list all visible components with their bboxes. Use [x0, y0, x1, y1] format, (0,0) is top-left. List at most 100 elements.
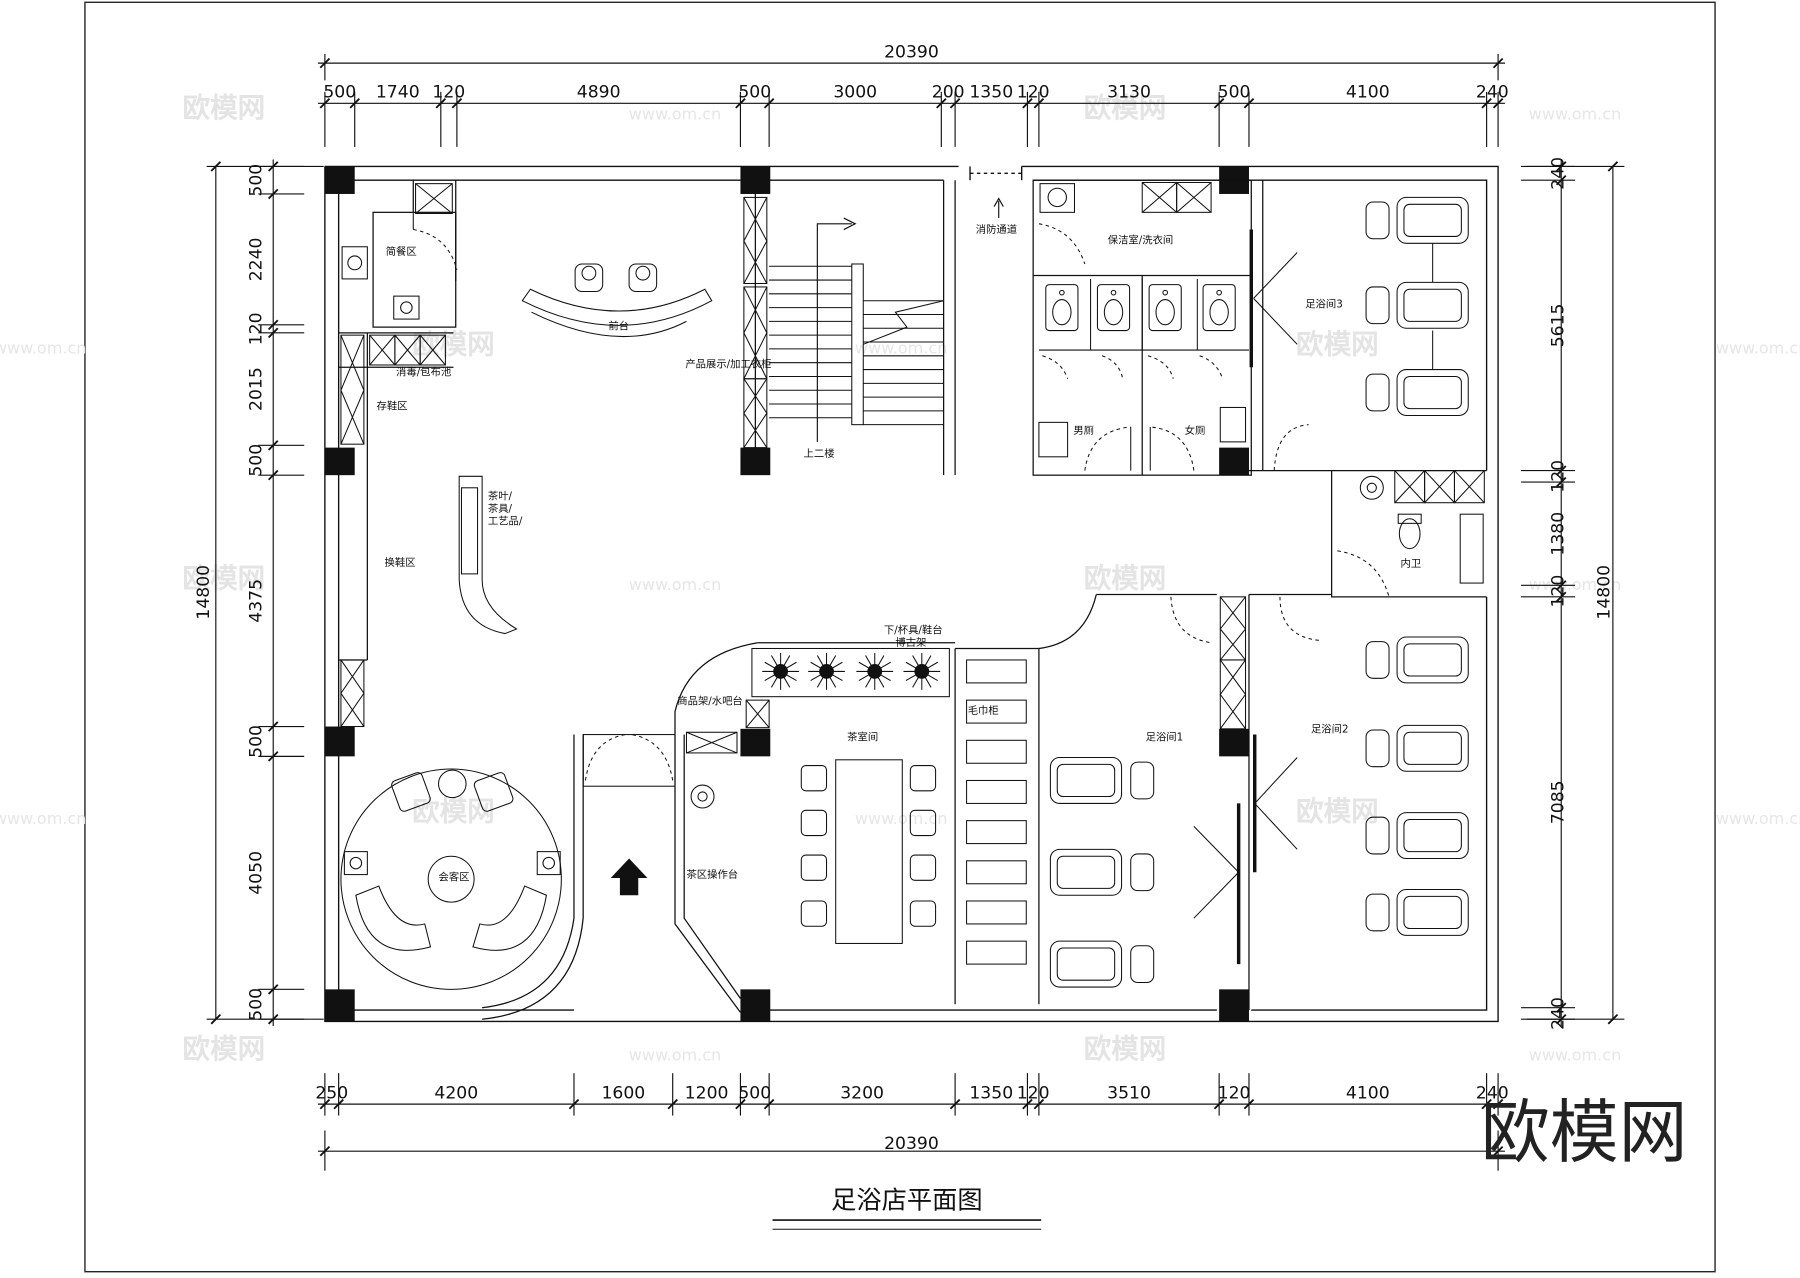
label-product-display: 产品展示/加工衣柜 [685, 357, 771, 370]
watermark-brand: 欧模网 [1296, 329, 1379, 361]
watermark-url: www.om.cn [1529, 575, 1622, 594]
label-reception-area: 会客区 [439, 870, 470, 883]
label-disinfection: 消毒/包布池 [396, 365, 451, 378]
label-mens-toilet: 男厕 [1073, 425, 1094, 437]
label-water-counter: 商品架/水吧台 [677, 695, 742, 708]
watermark-brand: 欧模网 [183, 563, 266, 595]
watermark-brand: 欧模网 [183, 92, 266, 124]
watermark-url: www.om.cn [855, 339, 948, 358]
watermark-url: www.om.cn [1529, 104, 1622, 123]
label-inner-wc: 内卫 [1401, 557, 1422, 570]
watermark-brand: 欧模网 [1296, 796, 1379, 828]
stair-up-arrow-icon [816, 217, 857, 442]
label-tea-items: 茶叶/茶具/工艺品/ [488, 489, 523, 527]
dim-bottom-label: 250 [315, 1083, 348, 1103]
dim-bottom-label: 240 [1476, 1083, 1509, 1103]
fire-exit-arrow-icon [993, 197, 1004, 219]
dim-bottom-label: 120 [1218, 1083, 1251, 1103]
dim-right-label: 7085 [1549, 780, 1569, 824]
staircase [769, 263, 944, 426]
dim-top-label: 3130 [1107, 83, 1151, 103]
label-display-shelf: 博古架 [895, 636, 926, 649]
watermark-brand: 欧模网 [412, 796, 495, 828]
dim-left-label: 500 [247, 164, 267, 197]
dim-left-label: 500 [247, 988, 267, 1021]
dim-left-label: 500 [247, 725, 267, 758]
entrance-arrow-icon [610, 858, 648, 896]
room-labels: 简餐区 前台 消毒/包布池 存鞋区 换鞋区 产品展示/加工衣柜 上二楼 消防通道… [377, 223, 1422, 883]
label-womens-toilet: 女厕 [1185, 424, 1206, 437]
dim-top-total: 20390 [884, 42, 939, 62]
structural-columns [324, 166, 1249, 1022]
furniture [340, 196, 1469, 990]
dim-top-label: 120 [1017, 83, 1050, 103]
watermark-url: www.om.cn [1716, 809, 1800, 828]
label-fire-exit: 消防通道 [976, 223, 1017, 236]
dim-top-label: 4890 [577, 83, 621, 103]
dim-left-label: 4375 [247, 579, 267, 623]
dim-right-label: 1380 [1549, 512, 1569, 556]
dim-bottom-label: 1350 [969, 1083, 1013, 1103]
dimension-lines [206, 53, 1625, 1171]
label-foot-bath-3: 足浴间3 [1305, 298, 1343, 311]
watermark-url: www.om.cn [855, 809, 948, 828]
dim-right-total: 14800 [1594, 565, 1614, 620]
dim-right-label: 240 [1549, 997, 1569, 1030]
watermark-url: www.om.cn [629, 1046, 722, 1065]
label-tea-prep: 茶区操作台 [686, 868, 738, 881]
dim-bottom-label: 3200 [840, 1083, 884, 1103]
watermark-url: www.om.cn [1716, 339, 1800, 358]
dim-bottom-label: 1200 [685, 1083, 729, 1103]
label-stool: 下/杯具/鞋台 [884, 624, 943, 637]
cabinet-crosses [340, 181, 1485, 754]
dim-bottom-label: 3510 [1107, 1083, 1151, 1103]
brand-logo: 欧模网 [1481, 1093, 1688, 1173]
watermark-url: www.om.cn [629, 575, 722, 594]
dim-right-label: 120 [1549, 575, 1569, 608]
watermark-brand: 欧模网 [1084, 92, 1167, 124]
label-tea-room: 茶室间 [847, 730, 878, 743]
dim-left-label: 120 [247, 312, 267, 345]
label-foot-bath-2: 足浴间2 [1311, 722, 1349, 735]
watermark-url: www.om.cn [0, 339, 86, 358]
dim-right-label: 5615 [1549, 303, 1569, 347]
dim-top-label: 120 [432, 83, 465, 103]
watermark-url: www.om.cn [1529, 1046, 1622, 1065]
dim-right-label: 240 [1549, 157, 1569, 190]
watermark-brand: 欧模网 [1084, 563, 1167, 595]
label-go-upstairs: 上二楼 [804, 447, 835, 460]
label-foot-bath-1: 足浴间1 [1146, 730, 1184, 743]
sheet-frame [84, 1, 1716, 1273]
dim-top-label: 240 [1476, 83, 1509, 103]
watermark-brand: 欧模网 [1084, 1033, 1167, 1065]
dim-top-label: 500 [738, 83, 771, 103]
label-shoe-change: 换鞋区 [385, 556, 416, 569]
dim-top-label: 4100 [1346, 83, 1390, 103]
door-swings [412, 212, 1390, 965]
drawing-title: 足浴店平面图 [831, 1186, 983, 1215]
dim-top-label: 500 [1218, 83, 1251, 103]
dim-left-label: 4050 [247, 851, 267, 895]
watermark-brand: 欧模网 [412, 329, 495, 361]
dim-bottom-label: 4200 [434, 1083, 478, 1103]
dim-bottom-label: 1600 [601, 1083, 645, 1103]
dim-left-label: 2240 [247, 238, 267, 282]
dim-top-label: 3000 [833, 83, 877, 103]
dim-top-label: 500 [323, 83, 356, 103]
dim-bottom-label: 120 [1017, 1083, 1050, 1103]
dim-bottom-total: 20390 [884, 1134, 939, 1154]
dim-top-label: 1350 [969, 83, 1013, 103]
label-cleaning-laundry: 保洁室/洗衣间 [1108, 233, 1173, 246]
dim-top-label: 1740 [376, 83, 420, 103]
dim-bottom-label: 500 [738, 1083, 771, 1103]
label-front-desk: 前台 [608, 319, 629, 332]
label-simple-dining: 简餐区 [386, 245, 417, 258]
toilet-fixtures [341, 183, 1484, 584]
dim-left-total: 14800 [194, 565, 214, 620]
watermark-brand: 欧模网 [183, 1033, 266, 1065]
label-shoe-storage: 存鞋区 [377, 400, 408, 413]
